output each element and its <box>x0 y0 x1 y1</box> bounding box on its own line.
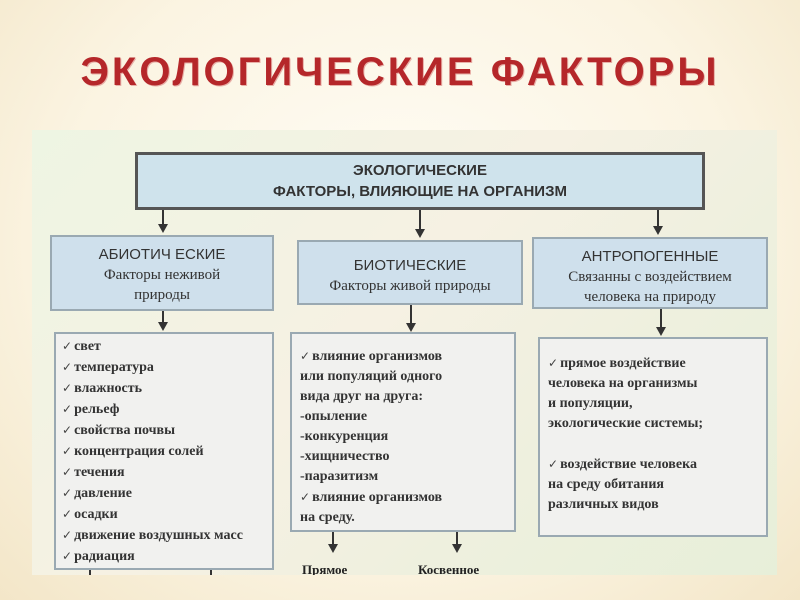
root-line-1: ЭКОЛОГИЧЕСКИЕ <box>353 162 487 179</box>
root-line-2: ФАКТОРЫ, ВЛИЯЮЩИЕ НА ОРГАНИЗМ <box>273 183 567 200</box>
check-icon: ✓ <box>62 465 73 479</box>
category-desc: человека на природу <box>584 289 716 305</box>
arrow-down-icon <box>653 226 663 235</box>
list-item: -паразитизм <box>300 469 379 484</box>
category-desc: Факторы неживой <box>103 267 221 283</box>
biotic-factor-list: ✓влияние организмов или популяций одного… <box>290 332 516 532</box>
list-item: ✓влияние организмов или популяций одного… <box>300 349 443 404</box>
category-biotic: БИОТИЧЕСКИЕ Факторы живой природы <box>297 240 523 305</box>
diagram-panel: ЭКОЛОГИЧЕСКИЕ ФАКТОРЫ, ВЛИЯЮЩИЕ НА ОРГАН… <box>32 130 777 575</box>
connector <box>657 210 659 228</box>
abiotic-factor-list: ✓свет ✓температура ✓влажность ✓рельеф ✓с… <box>54 332 274 570</box>
check-icon: ✓ <box>548 356 559 370</box>
arrow-down-icon <box>452 544 462 553</box>
list-item: ✓течения <box>62 465 125 480</box>
arrow-down-icon <box>328 544 338 553</box>
category-head: АНТРОПОГЕННЫЕ <box>581 248 719 265</box>
connector <box>162 311 164 324</box>
indirect-label: Косвенное <box>418 562 480 575</box>
category-head: БИОТИЧЕСКИЕ <box>353 257 467 274</box>
list-item: ✓температура <box>62 360 154 375</box>
check-icon: ✓ <box>62 402 73 416</box>
connector <box>210 570 212 575</box>
check-icon: ✓ <box>62 381 73 395</box>
check-icon: ✓ <box>62 444 73 458</box>
category-head: АБИОТИЧ ЕСКИЕ <box>98 246 226 263</box>
check-icon: ✓ <box>62 549 73 563</box>
category-desc: Связанны с воздействием <box>568 269 732 285</box>
category-anthropogenic: АНТРОПОГЕННЫЕ Связанны с воздействием че… <box>532 237 768 309</box>
connector <box>456 532 458 546</box>
check-icon: ✓ <box>62 528 73 542</box>
root-node: ЭКОЛОГИЧЕСКИЕ ФАКТОРЫ, ВЛИЯЮЩИЕ НА ОРГАН… <box>135 152 705 210</box>
check-icon: ✓ <box>62 339 73 353</box>
list-item: -конкуренция <box>300 429 389 444</box>
list-item: ✓воздействие человека на среду обитания … <box>548 457 697 512</box>
connector <box>660 309 662 329</box>
category-desc: природы <box>134 287 190 303</box>
list-item: ✓радиация <box>62 549 135 564</box>
anthropogenic-factor-list: ✓прямое воздействие человека на организм… <box>538 337 768 537</box>
arrow-down-icon <box>158 224 168 233</box>
arrow-down-icon <box>415 229 425 238</box>
list-item: -хищничество <box>300 449 390 464</box>
arrow-down-icon <box>406 323 416 332</box>
list-item: ✓давление <box>62 486 132 501</box>
connector <box>419 210 421 230</box>
arrow-down-icon <box>158 322 168 331</box>
check-icon: ✓ <box>300 490 311 504</box>
arrow-down-icon <box>656 327 666 336</box>
check-icon: ✓ <box>62 423 73 437</box>
connector <box>410 305 412 325</box>
connector <box>332 532 334 546</box>
list-item: ✓прямое воздействие человека на организм… <box>548 356 704 431</box>
check-icon: ✓ <box>62 486 73 500</box>
check-icon: ✓ <box>62 507 73 521</box>
list-item: ✓концентрация солей <box>62 444 204 459</box>
category-abiotic: АБИОТИЧ ЕСКИЕ Факторы неживой природы <box>50 235 274 311</box>
list-item: ✓движение воздушных масс <box>62 528 243 543</box>
slide-title: ЭКОЛОГИЧЕСКИЕ ФАКТОРЫ <box>80 50 720 94</box>
direct-label: Прямое <box>302 562 348 575</box>
check-icon: ✓ <box>300 349 311 363</box>
list-item: ✓рельеф <box>62 402 120 417</box>
check-icon: ✓ <box>62 360 73 374</box>
list-item: ✓влияние организмов на среду. <box>300 490 443 525</box>
list-item: ✓свойства почвы <box>62 423 176 438</box>
connector <box>162 210 164 226</box>
list-item: ✓осадки <box>62 507 118 522</box>
list-item: -опыление <box>300 409 368 424</box>
connector <box>89 570 91 575</box>
list-item: ✓влажность <box>62 381 143 396</box>
category-desc: Факторы живой природы <box>329 278 491 294</box>
list-item: ✓свет <box>62 339 101 354</box>
check-icon: ✓ <box>548 457 559 471</box>
